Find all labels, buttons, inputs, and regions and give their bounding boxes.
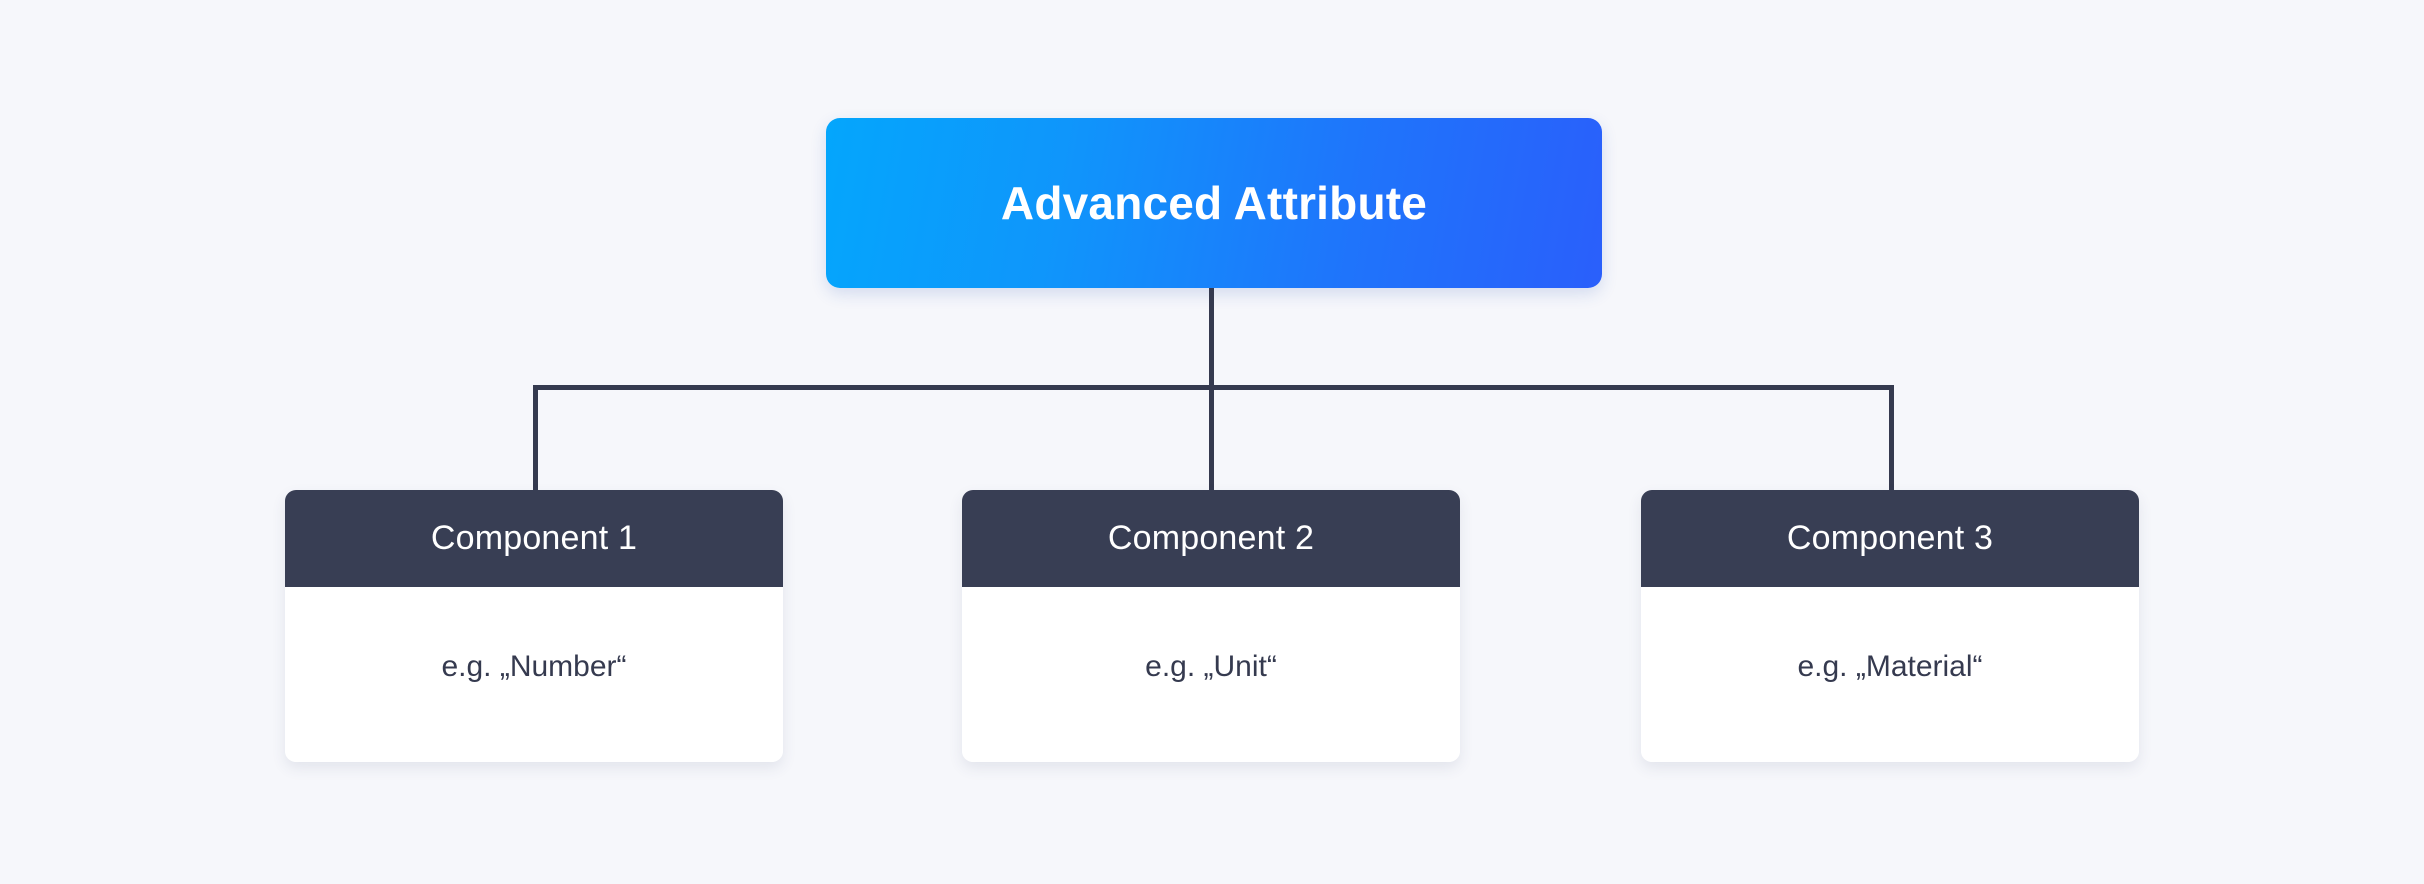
component-card-1[interactable]: Component 1 e.g. „Number“ [285,490,783,762]
component-card-3-body: e.g. „Material“ [1641,587,2139,762]
component-card-1-example: e.g. „Number“ [441,649,627,683]
component-card-2-body: e.g. „Unit“ [962,587,1460,762]
root-node-label: Advanced Attribute [1000,177,1428,229]
component-card-3-header: Component 3 [1641,490,2139,587]
component-card-1-body: e.g. „Number“ [285,587,783,762]
component-card-1-header: Component 1 [285,490,783,587]
connector-leg-component-2 [1209,385,1214,493]
connector-leg-component-3 [1889,385,1894,493]
component-card-1-title: Component 1 [430,519,638,557]
component-card-2-header: Component 2 [962,490,1460,587]
component-card-2-title: Component 2 [1107,519,1315,557]
component-card-3-example: e.g. „Material“ [1797,649,1983,683]
component-card-3-title: Component 3 [1786,519,1994,557]
connector-root-stem [1209,288,1214,388]
connector-leg-component-1 [533,385,538,493]
root-node-advanced-attribute[interactable]: Advanced Attribute [826,118,1602,288]
component-card-3[interactable]: Component 3 e.g. „Material“ [1641,490,2139,762]
component-card-2[interactable]: Component 2 e.g. „Unit“ [962,490,1460,762]
component-card-2-example: e.g. „Unit“ [1145,649,1277,683]
